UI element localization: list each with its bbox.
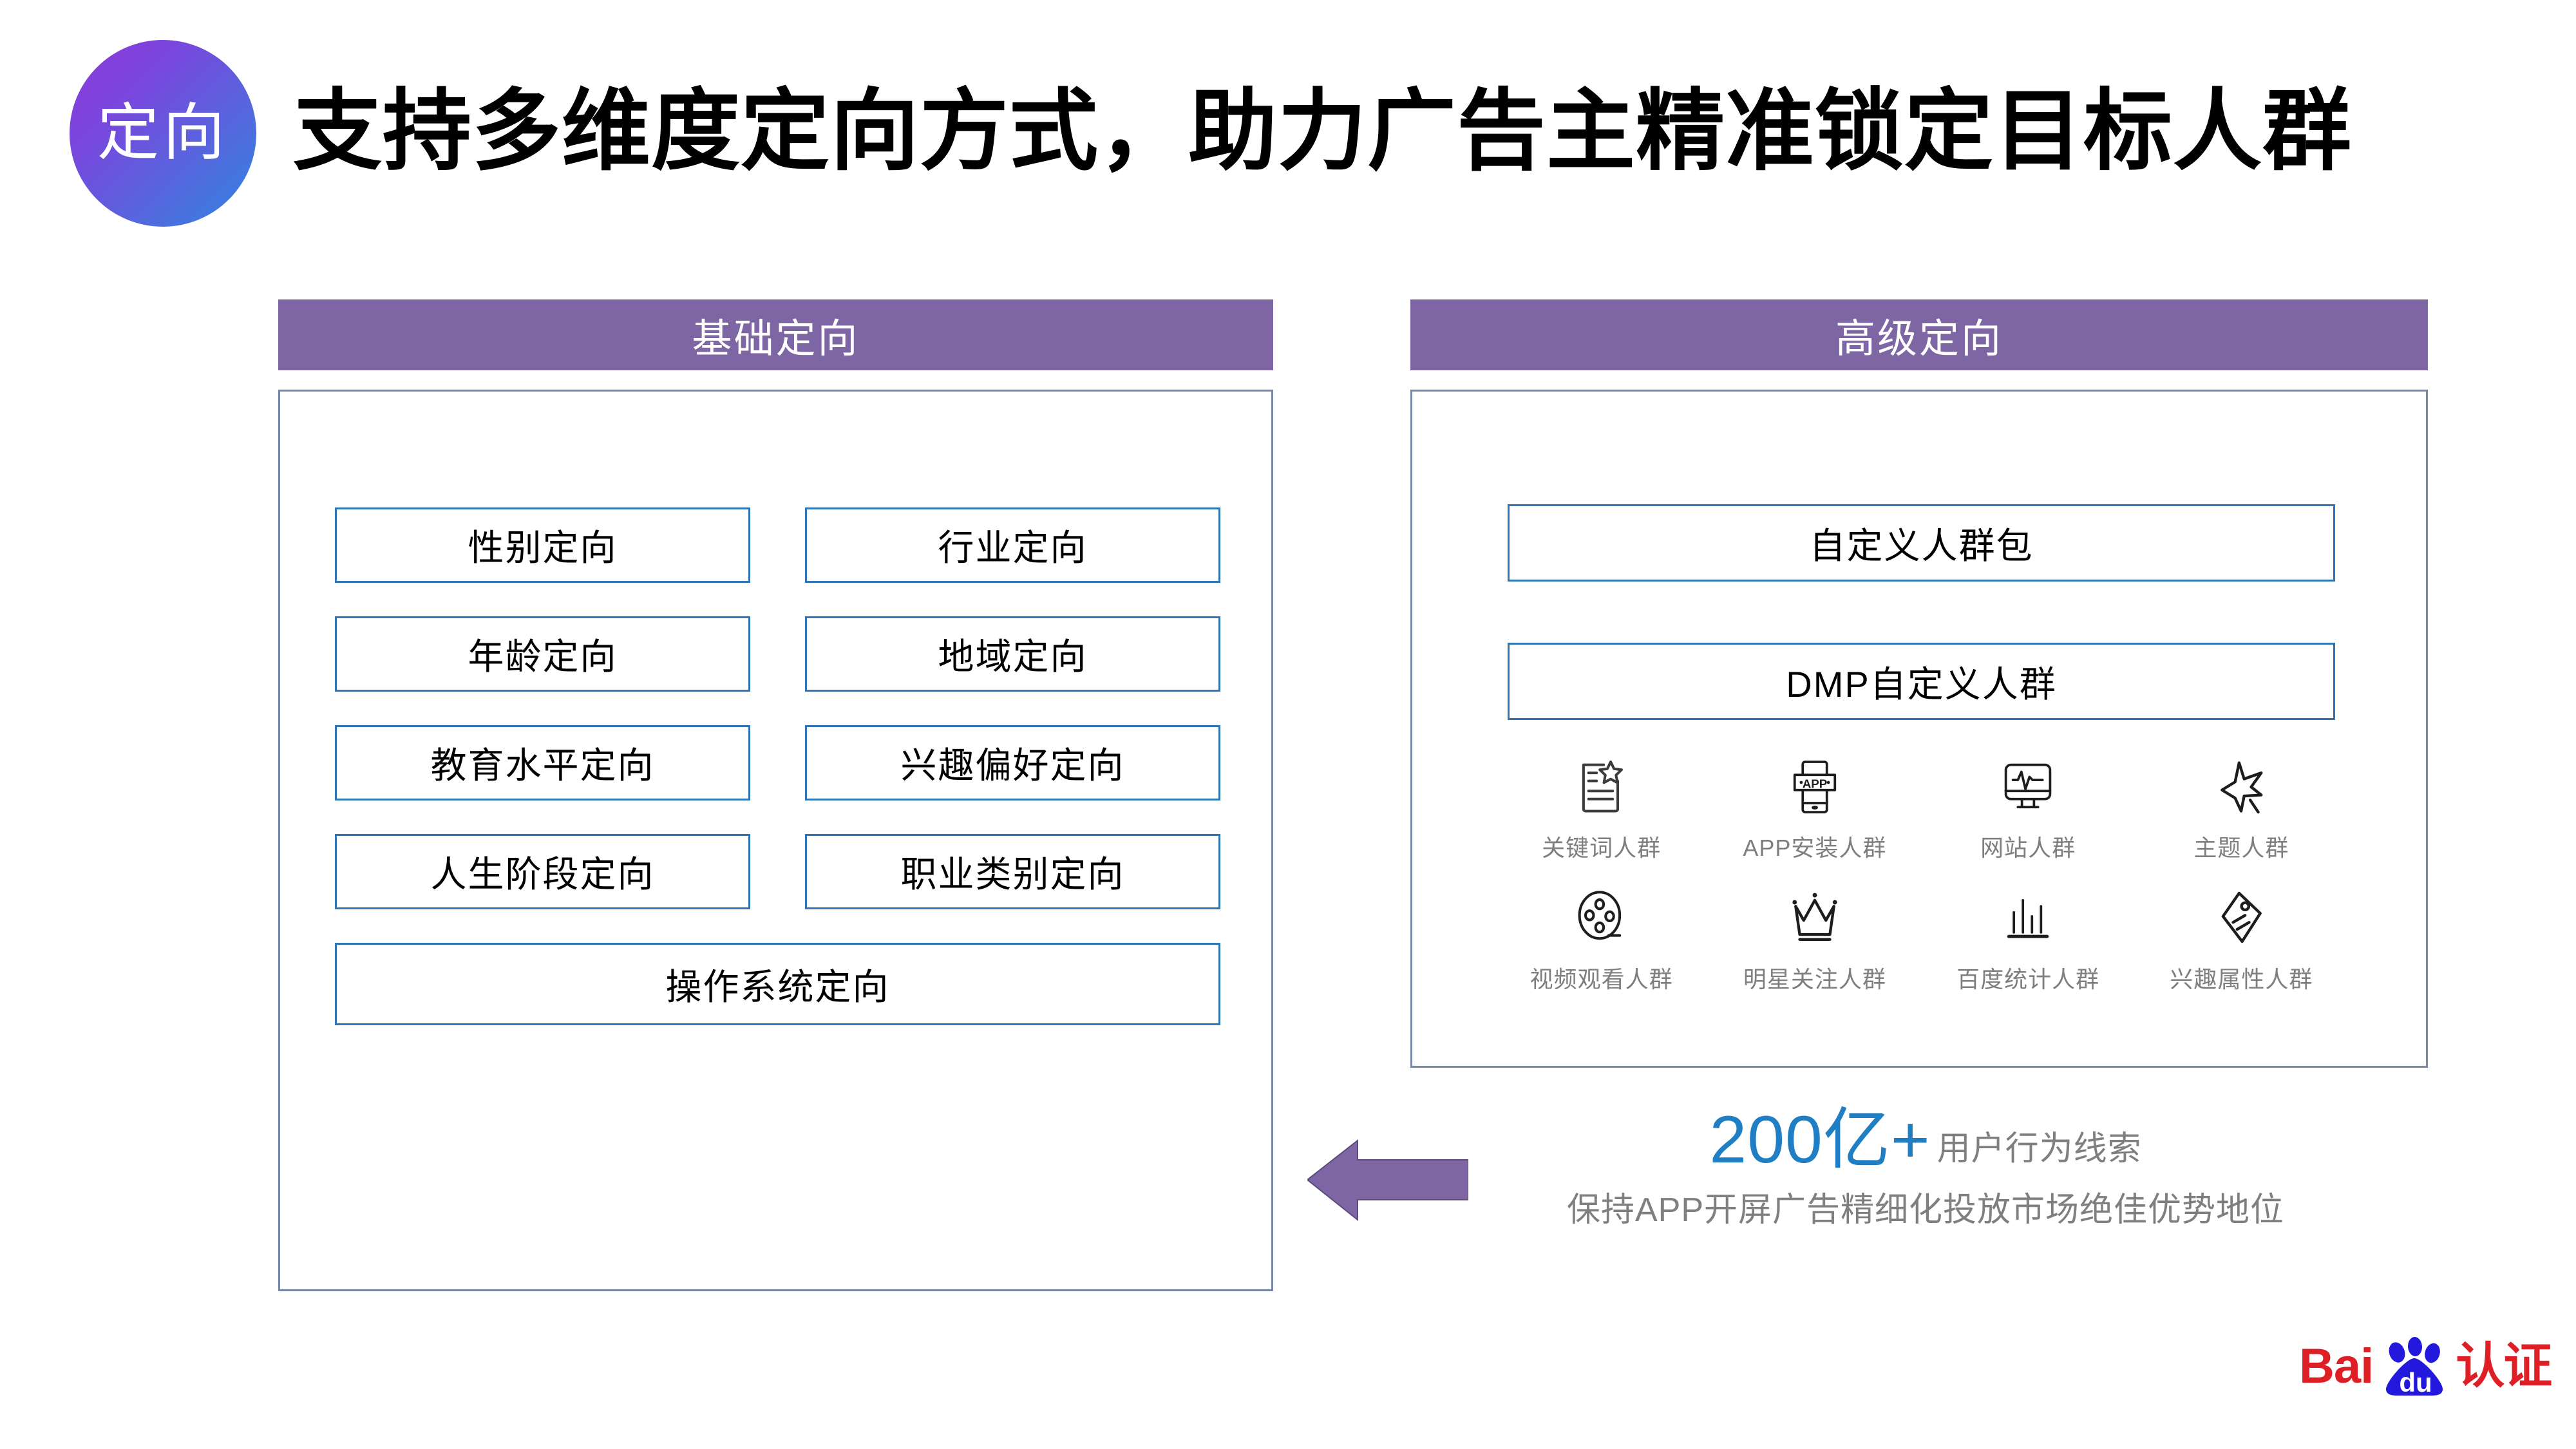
audience-item-celebrity[interactable]: 明星关注人群 bbox=[1708, 884, 1921, 994]
audience-item-keyword[interactable]: 关键词人群 bbox=[1495, 752, 1708, 863]
audience-icon-grid: 关键词人群 APP APP安装人群 bbox=[1495, 752, 2348, 994]
stat-headline: 200亿+ 用户行为线索 bbox=[1501, 1106, 2351, 1173]
basic-option-label: 性别定向 bbox=[468, 527, 618, 568]
bar-chart-icon bbox=[1993, 884, 2063, 953]
stat-number: 200亿+ bbox=[1709, 1103, 1931, 1177]
basic-option-box[interactable]: 性别定向 bbox=[335, 507, 750, 583]
basic-option-box[interactable]: 教育水平定向 bbox=[335, 725, 750, 800]
basic-option-box[interactable]: 职业类别定向 bbox=[805, 834, 1220, 909]
basic-section-header: 基础定向 bbox=[278, 299, 1273, 370]
basic-option-label: 兴趣偏好定向 bbox=[900, 745, 1125, 786]
page-title: 支持多维度定向方式，助力广告主精准锁定目标人群 bbox=[293, 82, 2353, 181]
basic-option-label: 年龄定向 bbox=[468, 636, 618, 677]
star-outline-icon bbox=[2206, 752, 2276, 822]
advanced-option-label: 自定义人群包 bbox=[1809, 525, 2034, 566]
section-badge-label: 定向 bbox=[97, 99, 229, 167]
audience-item-label: 关键词人群 bbox=[1542, 835, 1662, 861]
advanced-targeting-panel: 自定义人群包 DMP自定义人群 关键词人群 bbox=[1410, 390, 2428, 1068]
basic-option-label: 人生阶段定向 bbox=[430, 854, 655, 895]
audience-item-label: APP安装人群 bbox=[1743, 835, 1887, 861]
audience-item-analytics[interactable]: 百度统计人群 bbox=[1922, 884, 2135, 994]
advanced-section-header: 高级定向 bbox=[1410, 299, 2428, 370]
basic-option-label: 职业类别定向 bbox=[900, 854, 1125, 895]
advanced-option-label: DMP自定义人群 bbox=[1786, 663, 2057, 705]
audience-item-label: 视频观看人群 bbox=[1530, 966, 1673, 992]
film-reel-icon bbox=[1567, 884, 1636, 953]
basic-row: 操作系统定向 bbox=[335, 943, 1220, 1025]
svg-text:APP: APP bbox=[1803, 777, 1828, 791]
basic-option-label: 地域定向 bbox=[938, 636, 1088, 677]
svg-text:du: du bbox=[2400, 1367, 2432, 1397]
audience-item-label: 主题人群 bbox=[2193, 835, 2289, 861]
basic-option-box-os[interactable]: 操作系统定向 bbox=[335, 943, 1220, 1025]
baidu-paw-icon: du bbox=[2376, 1336, 2452, 1397]
logo-bai-text: Bai bbox=[2299, 1339, 2374, 1394]
basic-option-box[interactable]: 人生阶段定向 bbox=[335, 834, 750, 909]
crown-icon bbox=[1780, 884, 1850, 953]
advanced-option-box-custom-package[interactable]: 自定义人群包 bbox=[1508, 504, 2335, 582]
basic-option-box[interactable]: 行业定向 bbox=[805, 507, 1220, 583]
basic-option-label: 行业定向 bbox=[938, 527, 1088, 568]
audience-item-video[interactable]: 视频观看人群 bbox=[1495, 884, 1708, 994]
basic-targeting-grid: 性别定向 行业定向 年龄定向 地域定向 教育水平定向 兴趣偏好定向 人 bbox=[335, 507, 1220, 1059]
advanced-section-label: 高级定向 bbox=[1835, 317, 2003, 361]
basic-row: 教育水平定向 兴趣偏好定向 bbox=[335, 725, 1220, 800]
basic-section-label: 基础定向 bbox=[692, 317, 860, 361]
slide-header: 定向 支持多维度定向方式，助力广告主精准锁定目标人群 bbox=[0, 0, 2576, 227]
audience-item-website[interactable]: 网站人群 bbox=[1922, 752, 2135, 863]
audience-item-label: 百度统计人群 bbox=[1956, 966, 2100, 992]
advanced-option-box-dmp[interactable]: DMP自定义人群 bbox=[1508, 643, 2335, 720]
basic-targeting-panel: 性别定向 行业定向 年龄定向 地域定向 教育水平定向 兴趣偏好定向 人 bbox=[278, 390, 1273, 1291]
section-badge: 定向 bbox=[70, 40, 256, 227]
basic-row: 年龄定向 地域定向 bbox=[335, 616, 1220, 692]
basic-row: 性别定向 行业定向 bbox=[335, 507, 1220, 583]
monitor-pulse-icon bbox=[1993, 752, 2063, 822]
basic-option-label: 操作系统定向 bbox=[665, 966, 890, 1007]
document-star-icon bbox=[1567, 752, 1636, 822]
logo-certification-text: 认证 bbox=[2456, 1339, 2552, 1394]
basic-row: 人生阶段定向 职业类别定向 bbox=[335, 834, 1220, 909]
stat-highlight: 200亿+ 用户行为线索 保持APP开屏广告精细化投放市场绝佳优势地位 bbox=[1501, 1106, 2351, 1231]
flow-arrow-left bbox=[1306, 1137, 1469, 1224]
stat-unit-label: 用户行为线索 bbox=[1937, 1130, 2142, 1168]
audience-item-app-install[interactable]: APP APP安装人群 bbox=[1708, 752, 1921, 863]
basic-option-box[interactable]: 兴趣偏好定向 bbox=[805, 725, 1220, 800]
basic-option-label: 教育水平定向 bbox=[430, 745, 655, 786]
basic-option-box[interactable]: 地域定向 bbox=[805, 616, 1220, 692]
advanced-targeting-content: 自定义人群包 DMP自定义人群 关键词人群 bbox=[1412, 392, 2426, 1066]
audience-item-theme[interactable]: 主题人群 bbox=[2135, 752, 2348, 863]
audience-item-label: 明星关注人群 bbox=[1743, 966, 1886, 992]
baidu-certification-logo: Bai du 认证 bbox=[2299, 1336, 2552, 1397]
stat-subtitle: 保持APP开屏广告精细化投放市场绝佳优势地位 bbox=[1566, 1191, 2285, 1229]
basic-option-box[interactable]: 年龄定向 bbox=[335, 616, 750, 692]
audience-item-label: 网站人群 bbox=[1980, 835, 2076, 861]
audience-item-interest[interactable]: 兴趣属性人群 bbox=[2135, 884, 2348, 994]
price-tag-icon bbox=[2206, 884, 2276, 953]
audience-item-label: 兴趣属性人群 bbox=[2170, 966, 2313, 992]
phone-app-icon: APP bbox=[1780, 752, 1850, 822]
